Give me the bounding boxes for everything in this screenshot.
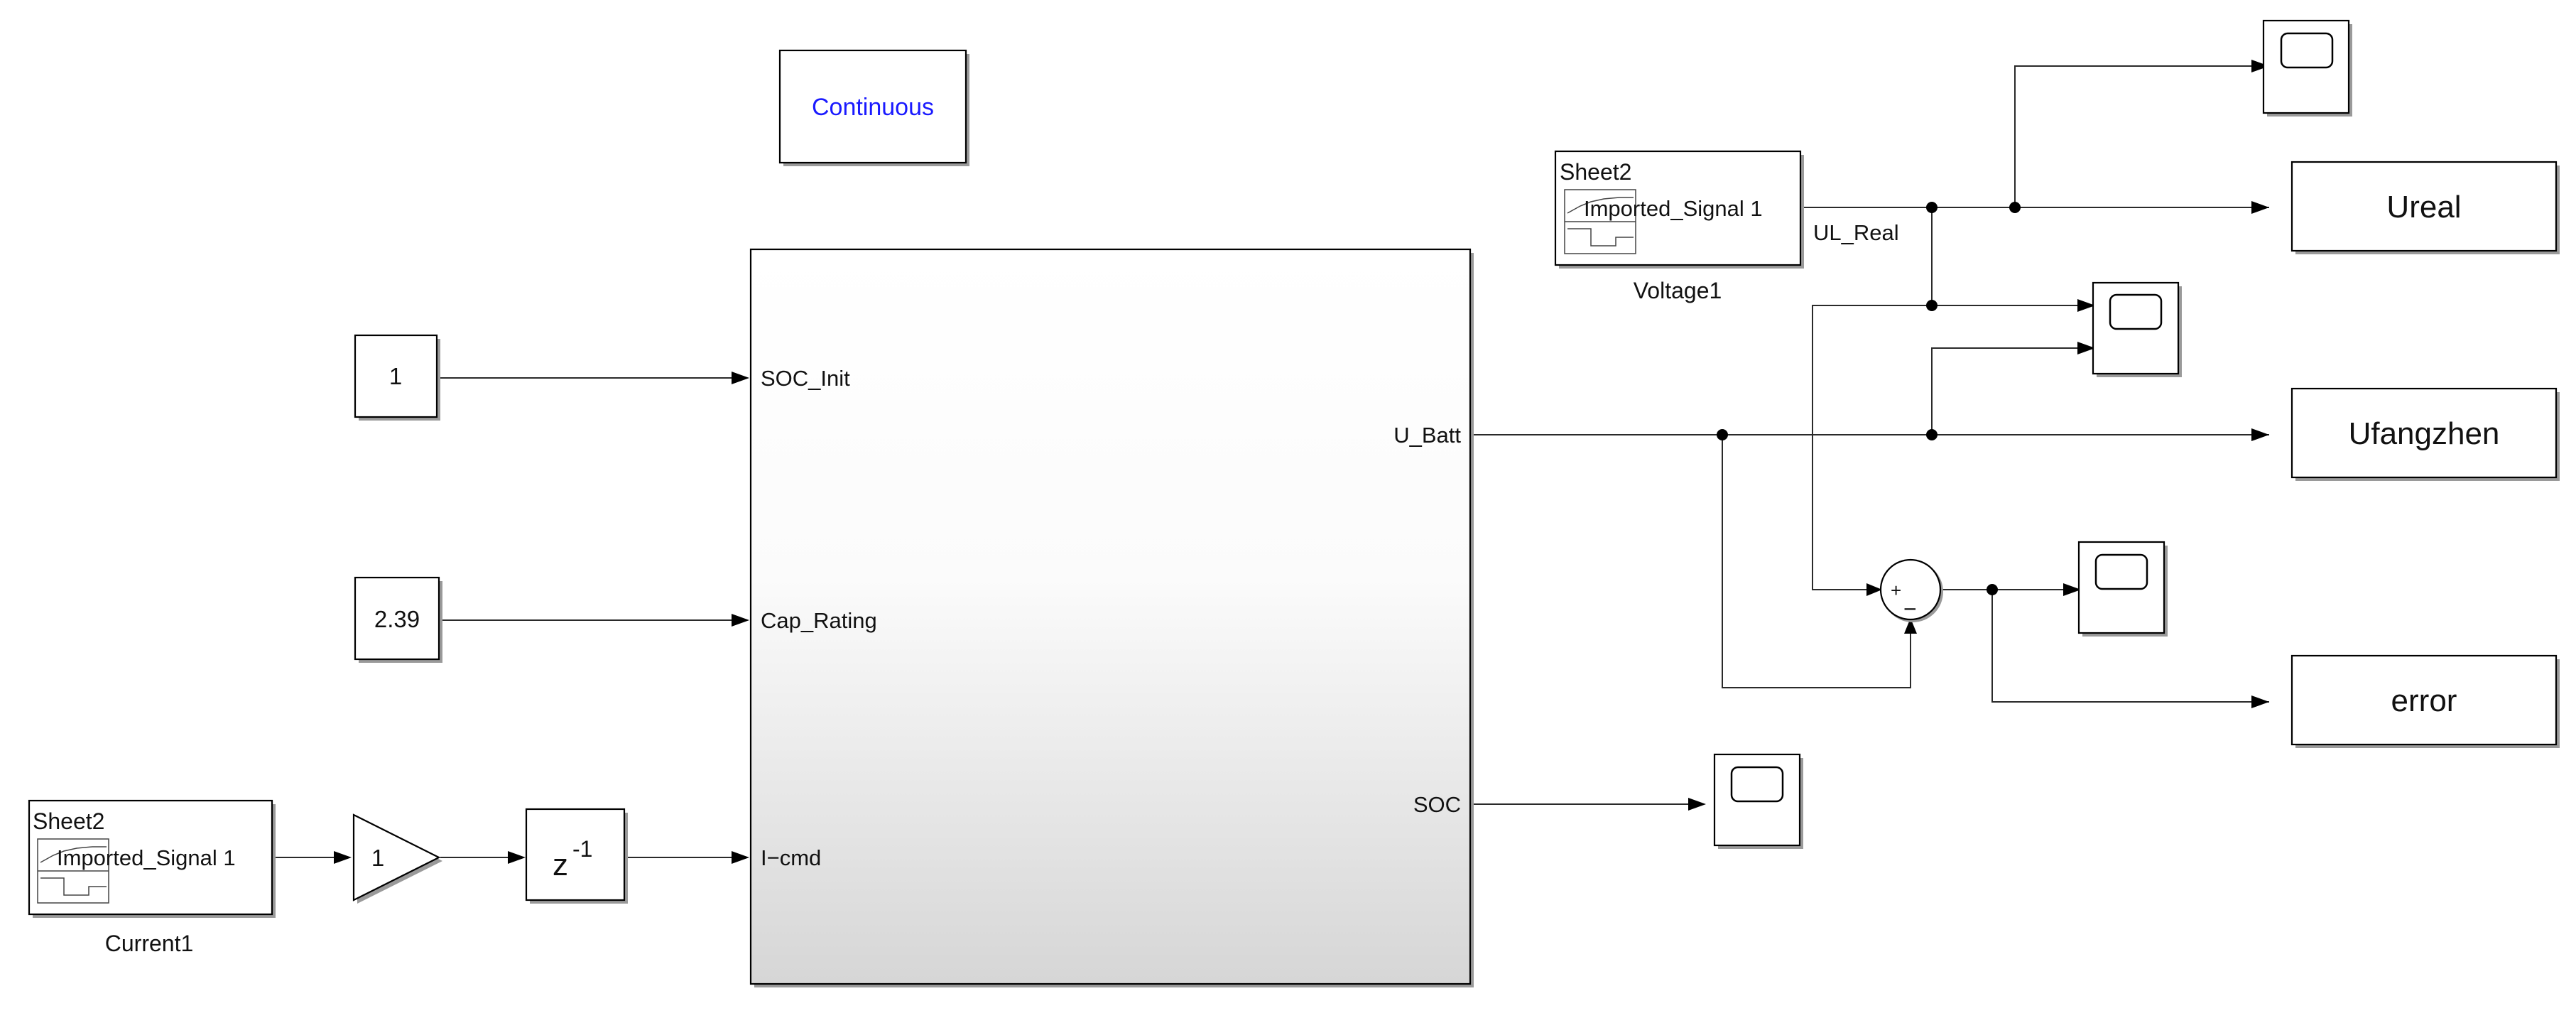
wire-error-to-outport[interactable] — [1991, 590, 2269, 703]
sheet-label: Sheet2 — [1560, 159, 1631, 185]
outport-error[interactable]: error — [2290, 654, 2560, 748]
inport-label-cap-rating: Cap_Rating — [761, 608, 877, 633]
signal-waveform-icon — [1564, 189, 1636, 254]
continuous-solver-block[interactable]: Continuous — [778, 49, 969, 166]
constant-value: 1 — [389, 363, 402, 389]
sum-sign-plus: + — [1891, 580, 1901, 601]
signal-waveform-icon — [37, 838, 109, 904]
arrowheads — [334, 60, 2269, 864]
signal-lines — [273, 65, 2269, 858]
unit-delay-block[interactable]: z -1 — [525, 808, 628, 904]
branch-points — [1717, 202, 2021, 595]
outport-ureal[interactable]: Ureal — [2290, 161, 2560, 254]
sum-sign-minus: − — [1903, 596, 1917, 622]
gain-block[interactable]: 1 — [352, 813, 442, 904]
inport-label-soc-init: SOC_Init — [761, 366, 850, 391]
signal-builder-current[interactable]: Sheet2 Imported_Signal 1 Current1 — [28, 799, 276, 956]
delay-base: z — [553, 848, 568, 882]
wire-ul-real-to-compare[interactable] — [1931, 207, 2077, 306]
gain-value: 1 — [371, 845, 384, 871]
signal-builder-voltage[interactable]: Sheet2 Imported_Signal 1 Voltage1 — [1554, 150, 1804, 303]
signal-name: Imported_Signal 1 — [57, 845, 236, 870]
battery-subsystem-block[interactable]: SOC_Init Cap_Rating I−cmd U_Batt SOC — [749, 248, 1474, 987]
wire-ul-real-to-sum[interactable] — [1812, 305, 1932, 590]
outport-label: error — [2391, 683, 2457, 718]
outport-ufangzhen[interactable]: Ufangzhen — [2290, 387, 2560, 481]
delay-exponent: -1 — [572, 836, 592, 862]
scope-screen-icon — [2109, 293, 2163, 330]
inport-label-i-cmd: I−cmd — [761, 845, 821, 870]
wire-ul-real-to-scope[interactable] — [2014, 65, 2251, 207]
constant-block-soc-init[interactable]: 1 — [354, 334, 440, 421]
scope-error[interactable] — [2077, 541, 2168, 637]
constant-block-cap-rating[interactable]: 2.39 — [354, 576, 442, 663]
signal-label-ul-real: UL_Real — [1813, 220, 1899, 245]
scope-compare[interactable] — [2092, 281, 2182, 377]
wire-u-batt-to-sum[interactable] — [1722, 435, 1911, 688]
outport-label: Ufangzhen — [2349, 416, 2500, 451]
outport-label: Ureal — [2386, 190, 2461, 224]
outport-label-u-batt: U_Batt — [1393, 423, 1461, 448]
constant-value: 2.39 — [374, 606, 420, 632]
scope-soc[interactable] — [1713, 753, 1803, 849]
scope-screen-icon — [1730, 766, 1784, 803]
block-name: Current1 — [105, 931, 194, 956]
scope-screen-icon — [2094, 553, 2148, 590]
sheet-label: Sheet2 — [33, 808, 104, 834]
block-name: Voltage1 — [1634, 278, 1722, 303]
wire-u-batt-to-compare[interactable] — [1931, 347, 2077, 435]
scope-ureal[interactable] — [2262, 19, 2352, 117]
solver-label: Continuous — [812, 94, 934, 121]
scope-screen-icon — [2280, 32, 2334, 69]
signal-name: Imported_Signal 1 — [1584, 196, 1763, 221]
sum-block[interactable]: + − — [1879, 558, 1943, 622]
outport-label-soc: SOC — [1413, 792, 1461, 817]
